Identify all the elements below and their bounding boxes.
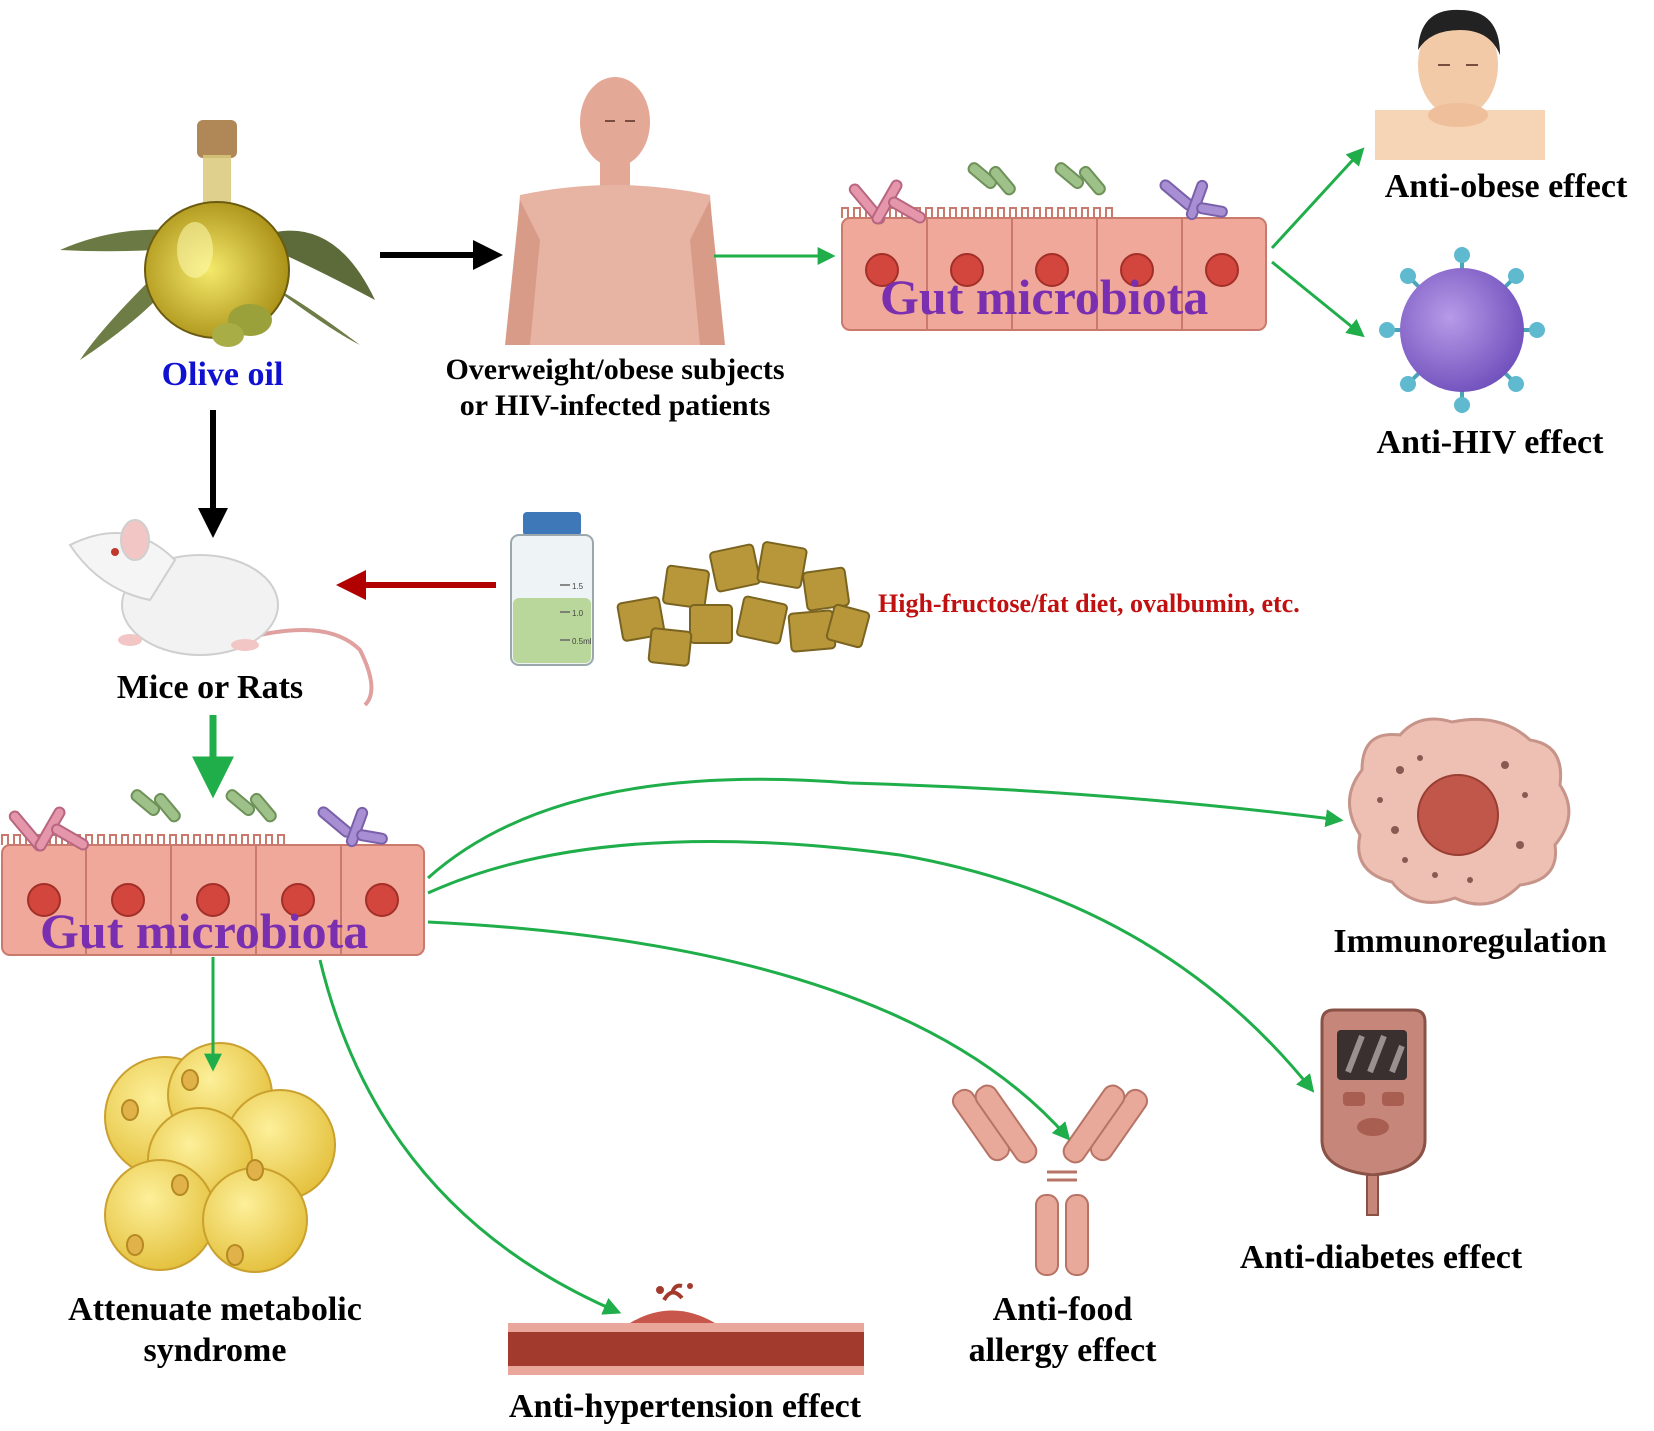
metabolic-syndrome-label: Attenuate metabolic syndrome — [30, 1290, 400, 1372]
subjects-label-line2: or HIV-infected patients — [459, 389, 771, 422]
liquid-bottle-icon: 1.5 1.0 0.5ml — [510, 512, 594, 666]
anti-hiv-label: Anti-HIV effect — [1376, 424, 1604, 461]
mice-rats-label: Mice or Rats — [116, 669, 304, 706]
diet-label: High-fructose/fat diet, ovalbumin, etc. — [878, 589, 1300, 618]
gut-microbiota-bottom-label: Gut microbiota — [40, 903, 369, 959]
anti-obese-label: Anti-obese effect — [1384, 168, 1628, 205]
arrow-gut-to-diabetes — [427, 839, 1315, 1093]
bottle-mark-1: 1.5 — [572, 582, 584, 591]
bottle-mark-2: 1.0 — [572, 609, 584, 618]
arrows — [192, 147, 1365, 1315]
arrow-gut-to-antihiv — [1271, 260, 1365, 338]
olive-oil-label: Olive oil — [161, 356, 284, 393]
arrow-gut-to-immuno — [427, 777, 1344, 880]
subjects-label-line1: Overweight/obese subjects — [445, 353, 785, 386]
olive-oil-bottle-icon — [60, 120, 375, 360]
rat-icon — [68, 519, 374, 707]
anti-diabetes-label: Anti-diabetes effect — [1239, 1239, 1523, 1276]
gut-epithelium-icon — [1, 789, 425, 956]
immunoregulation-label: Immunoregulation — [1333, 923, 1607, 960]
anti-food-allergy-label: Anti-food allergy effect — [940, 1290, 1185, 1372]
fat-cells-icon — [104, 1042, 336, 1273]
gut-epithelium-icon — [841, 162, 1267, 331]
anti-food-allergy-line2: allergy effect — [968, 1331, 1157, 1369]
blood-vessel-icon — [508, 1283, 864, 1375]
arrow-gut-to-allergy — [427, 920, 1071, 1141]
obese-person-icon — [1375, 9, 1545, 160]
arrow-gut-to-hypertension — [318, 959, 622, 1315]
immune-cell-icon — [1348, 717, 1571, 906]
glucose-meter-icon — [1320, 1008, 1427, 1216]
metabolic-syndrome-line1: Attenuate metabolic — [68, 1291, 362, 1328]
arrow-gut-to-antiobese — [1270, 147, 1365, 250]
subjects-label: Overweight/obese subjects or HIV-infecte… — [395, 352, 835, 424]
anti-hypertension-label: Anti-hypertension effect — [508, 1388, 862, 1425]
human-body-icon — [505, 77, 725, 345]
metabolic-syndrome-line2: syndrome — [143, 1331, 287, 1369]
gut-microbiota-top-label: Gut microbiota — [880, 269, 1209, 325]
antibody-icon — [951, 1084, 1149, 1276]
anti-food-allergy-line1: Anti-food — [992, 1291, 1133, 1328]
bottle-mark-3: 0.5ml — [572, 637, 592, 646]
food-pellets-icon — [616, 541, 871, 667]
hiv-virus-icon — [1379, 247, 1545, 413]
